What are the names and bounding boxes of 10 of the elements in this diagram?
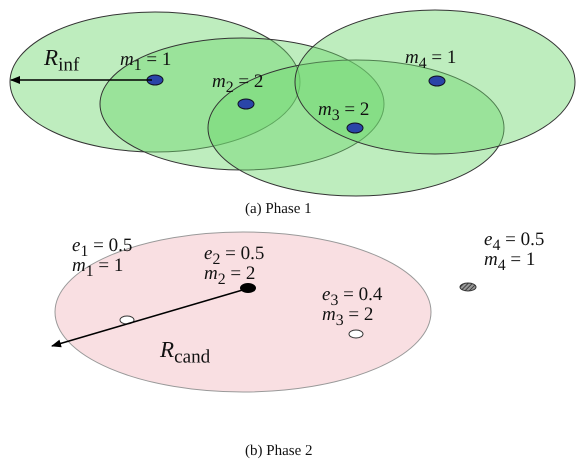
math-label: m$_{3}$ = 2: [318, 100, 370, 124]
radius-label: R$_{cand}$: [160, 338, 210, 367]
radius-label: R$_{inf}$: [44, 46, 80, 75]
figure-caption: (a) Phase 1: [245, 202, 312, 217]
math-label: m$_{3}$ = 2: [322, 305, 374, 329]
math-label: m$_{4}$ = 1: [405, 48, 456, 72]
math-label: m$_{2}$ = 2: [212, 72, 264, 96]
math-label: m$_{1}$ = 1: [120, 50, 172, 74]
figure-caption: (b) Phase 2: [245, 444, 312, 459]
math-label: m$_{2}$ = 2: [204, 264, 256, 288]
